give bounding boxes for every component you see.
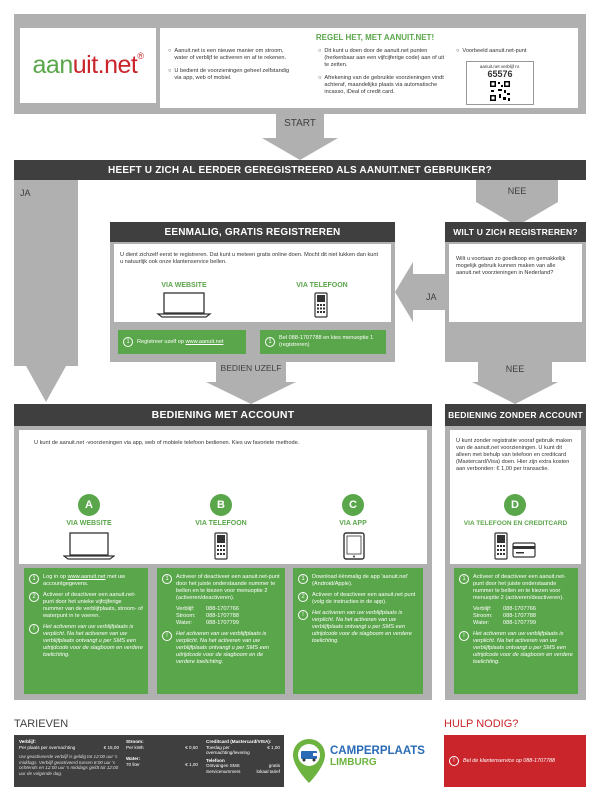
ja2-arrow <box>395 262 445 322</box>
want-body: Wilt u voortaan zo goedkoop en gemakkeli… <box>449 244 582 322</box>
nee2-arrow <box>472 362 558 404</box>
via-website-label: VIA WEBSITE <box>161 282 207 289</box>
option-d-numbers: Verblijf:088-1707766 Stroom:088-1707788 … <box>473 606 536 626</box>
want-text: Wilt u voortaan zo goedkoop en gemakkeli… <box>456 256 566 276</box>
example-title: Voorbeeld aanuit.net-punt <box>462 48 527 54</box>
header-info: ○Aanuit.net is een nieuwe manier om stro… <box>160 28 578 108</box>
with-account-body: U kunt de aanuit.net -voorzieningen via … <box>19 430 427 564</box>
option-a-label: VIA WEBSITE <box>66 520 112 527</box>
aanuit-logo: aanuit.net® <box>32 51 144 79</box>
rule-title: REGEL HET, MET AANUIT.NET! <box>315 33 435 42</box>
camperplaats-pin-logo <box>293 739 325 783</box>
nee-arrow <box>476 180 558 226</box>
mobile-phone-icon <box>314 292 328 318</box>
ja2-label: JA <box>426 292 437 302</box>
register-text: U dient zichzelf eerst te registreren. D… <box>120 252 379 265</box>
ja-label: JA <box>20 188 31 198</box>
with-account-title: BEDIENING MET ACCOUNT <box>14 404 432 426</box>
without-account-title: BEDIENING ZONDER ACCOUNT <box>445 404 586 426</box>
want-title: WILT U ZICH REGISTREREN? <box>445 222 586 242</box>
option-a-badge: A <box>78 494 100 516</box>
tarieven-title: TARIEVEN <box>14 718 69 730</box>
with-account-text: U kunt de aanuit.net -voorzieningen via … <box>34 440 300 446</box>
brand-name: CAMPERPLAATS LIMBURG <box>330 745 425 768</box>
help-title: HULP NODIG? <box>444 718 519 730</box>
rule-2: Afrekening van de gebruikte voorzieninge… <box>324 75 444 95</box>
rule-1: Dit kunt u doen door de aanuit.net punte… <box>324 48 445 68</box>
option-b-badge: B <box>210 494 232 516</box>
bedien-uzelf-label: BEDIEN UZELF <box>220 363 282 373</box>
register-body: U dient zichzelf eerst te registreren. D… <box>114 244 391 322</box>
without-account-text: U kunt zonder registratie vooraf gebruik… <box>456 438 573 472</box>
register-title: EENMALIG, GRATIS REGISTREREN <box>110 222 395 242</box>
credit-card-icon <box>512 542 536 558</box>
without-account-body: U kunt zonder registratie vooraf gebruik… <box>450 430 581 564</box>
aanuit-link[interactable]: www.aanuit.net <box>185 338 224 345</box>
qr-code-icon <box>489 80 511 102</box>
start-arrow <box>262 114 338 160</box>
mobile-phone-icon <box>214 532 228 560</box>
tablet-icon <box>343 532 365 560</box>
option-d-badge: D <box>504 494 526 516</box>
option-c-badge: C <box>342 494 364 516</box>
option-b-numbers: Verblijf:088-1707766 Stroom:088-1707788 … <box>176 606 239 626</box>
help-panel: !Bel de klantenservice op 088-1707788 <box>444 735 586 787</box>
mobile-phone-icon <box>494 532 508 560</box>
laptop-icon <box>63 532 115 560</box>
help-text: Bel de klantenservice op 088-1707788 <box>463 757 556 764</box>
intro-2: U bedient de voorzieningen geheel zelfst… <box>174 68 290 81</box>
nee-label: NEE <box>507 186 527 196</box>
via-telefoon-label: VIA TELEFOON <box>296 282 348 289</box>
option-b-label: VIA TELEFOON <box>195 520 247 527</box>
option-d-label: VIA TELEFOON EN CREDITCARD <box>463 520 568 527</box>
tarieven-panel: Verblijf: Per plaats per overnachting€ 1… <box>14 735 284 787</box>
option-c-label: VIA APP <box>339 520 367 527</box>
bedien-uzelf-arrow <box>206 362 296 404</box>
ja-arrow <box>14 180 78 402</box>
question-bar: HEEFT U ZICH AL EERDER GEREGISTREERD ALS… <box>14 160 586 180</box>
logo-box: aanuit.net® <box>20 28 156 103</box>
laptop-icon <box>156 292 212 318</box>
intro-1: Aanuit.net is een nieuwe manier om stroo… <box>174 48 287 61</box>
aanuit-link[interactable]: www.aanuit.net <box>67 574 106 580</box>
example-plate: aanuit.net verblijf nr. 65576 <box>466 61 534 105</box>
start-label: START <box>284 118 316 129</box>
nee2-label: NEE <box>505 364 525 374</box>
